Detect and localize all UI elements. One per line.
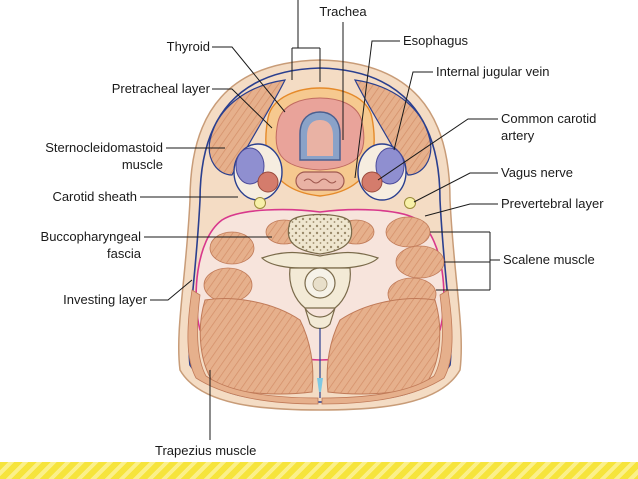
decorative-stripe-band xyxy=(0,462,638,479)
label-common-carotid-line1: Common carotid xyxy=(501,111,596,126)
investing-layer-fascia xyxy=(188,67,452,403)
label-buccopharyngeal-line2: fascia xyxy=(107,246,142,261)
vagus-nerve-left xyxy=(254,197,266,209)
label-pretracheal-layer: Pretracheal layer xyxy=(112,81,211,96)
common-carotid-artery-left xyxy=(257,171,279,193)
nuchal-ligament xyxy=(317,378,323,392)
internal-jugular-vein-left xyxy=(235,147,265,185)
scalene-muscle-left-1 xyxy=(209,231,255,265)
deep-back-muscle-left xyxy=(199,298,314,395)
labels: Trachea Esophagus Thyroid Internal jugul… xyxy=(41,4,605,458)
trachea-lumen xyxy=(307,120,333,156)
label-sternocleidomastoid-line2: muscle xyxy=(122,157,163,172)
sternocleidomastoid-left xyxy=(208,79,287,176)
leader-lines xyxy=(140,0,500,440)
common-carotid-artery-right xyxy=(361,171,383,193)
leader-top-bracket xyxy=(291,0,321,82)
leader-prevertebral xyxy=(424,203,498,217)
internal-jugular-vein-right xyxy=(375,147,405,185)
vertebral-body xyxy=(287,213,353,255)
label-internal-jugular-vein: Internal jugular vein xyxy=(436,64,549,79)
trapezius-muscle-left xyxy=(187,289,319,405)
leader-pretracheal xyxy=(212,88,273,129)
scalene-muscle-right-1 xyxy=(385,216,431,248)
vagus-nerve-right xyxy=(404,197,416,209)
leader-scalene xyxy=(430,231,500,291)
leader-internal-jugular xyxy=(393,71,433,151)
spinous-process xyxy=(304,307,336,330)
leader-thyroid xyxy=(212,46,286,113)
label-sternocleidomastoid-line1: Sternocleidomastoid xyxy=(45,140,163,155)
leader-investing xyxy=(150,279,193,301)
label-trapezius-muscle: Trapezius muscle xyxy=(155,443,256,458)
deep-back-muscle-right xyxy=(326,298,441,395)
label-scalene-muscle: Scalene muscle xyxy=(503,252,595,267)
label-thyroid: Thyroid xyxy=(167,39,210,54)
leader-vagus xyxy=(413,172,498,203)
label-common-carotid-line2: artery xyxy=(501,128,535,143)
scalene-muscle-left-2 xyxy=(203,267,253,303)
label-trachea: Trachea xyxy=(319,4,367,19)
leader-esophagus xyxy=(354,40,400,179)
label-investing-layer: Investing layer xyxy=(63,292,147,307)
leader-common-carotid xyxy=(377,118,498,181)
trapezius-muscle-right xyxy=(321,289,453,405)
label-esophagus: Esophagus xyxy=(403,33,469,48)
label-buccopharyngeal-line1: Buccopharyngeal xyxy=(41,229,142,244)
spinal-cord-core xyxy=(312,276,328,292)
label-prevertebral-layer: Prevertebral layer xyxy=(501,196,604,211)
label-carotid-sheath: Carotid sheath xyxy=(52,189,137,204)
esophagus-folds xyxy=(303,178,337,184)
label-vagus-nerve: Vagus nerve xyxy=(501,165,573,180)
scalene-muscle-right-2 xyxy=(395,245,445,279)
